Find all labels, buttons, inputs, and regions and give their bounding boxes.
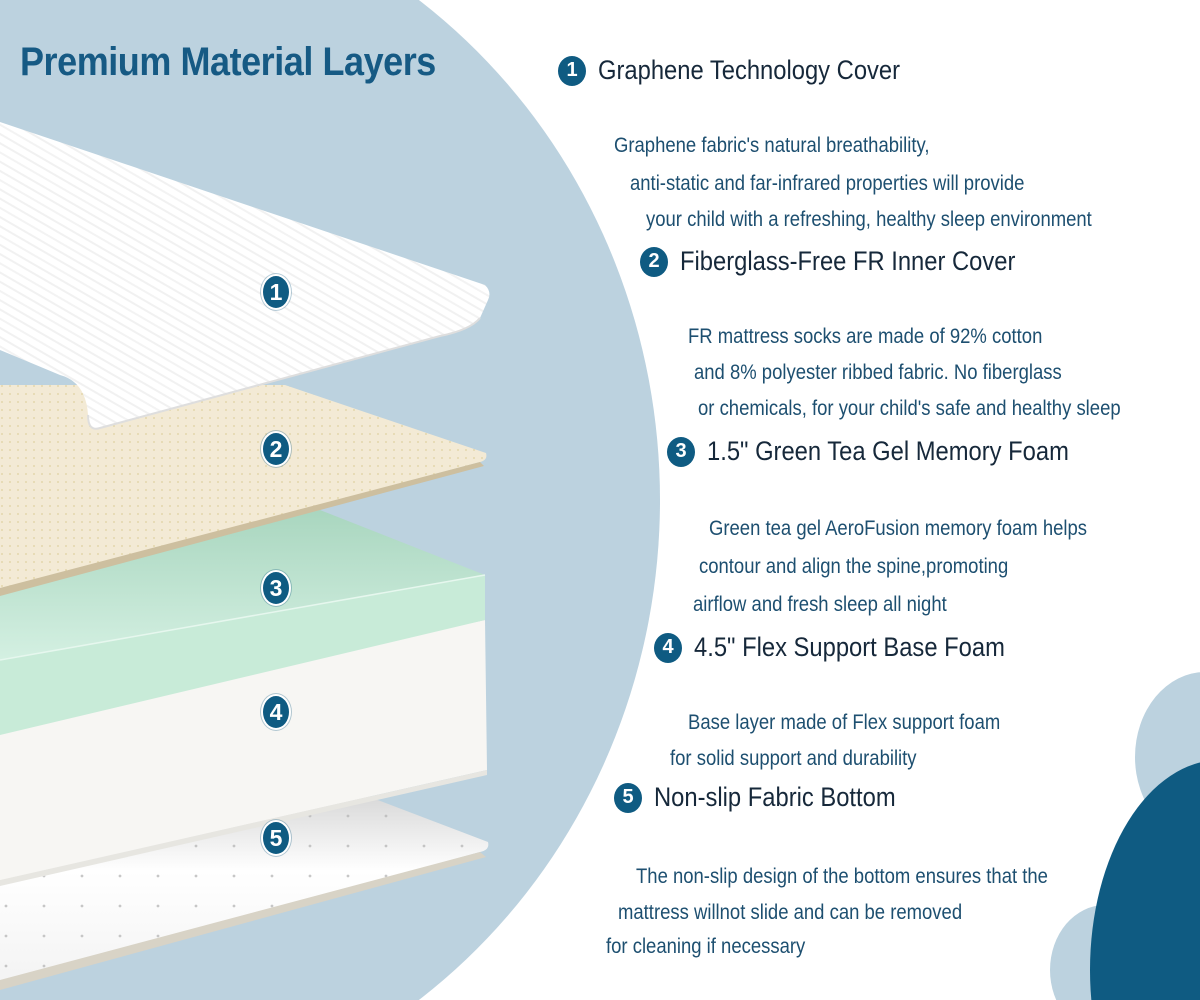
page-title: Premium Material Layers	[20, 40, 436, 84]
layer-marker-4: 4	[261, 694, 291, 730]
feature-2-line-2: and 8% polyester ribbed fabric. No fiber…	[694, 361, 1062, 384]
number-badge-2: 2	[640, 246, 668, 277]
number-badge-1: 1	[558, 55, 586, 86]
feature-4-line-1: Base layer made of Flex support foam	[688, 711, 1001, 734]
feature-2-title: Fiberglass-Free FR Inner Cover	[680, 246, 1016, 276]
feature-2-heading: 2 Fiberglass-Free FR Inner Cover	[640, 246, 1061, 277]
layer-2-inner-cover	[0, 385, 487, 596]
feature-1-title: Graphene Technology Cover	[598, 55, 901, 85]
feature-5-non-slip-bottom: 5 Non-slip Fabric Bottom The non-slip de…	[606, 782, 1048, 958]
layer-1-graphene-cover	[0, 122, 490, 430]
feature-3-gel-memory-foam: 3 1.5" Green Tea Gel Memory Foam Green t…	[667, 436, 1118, 616]
feature-1-graphene-cover: 1 Graphene Technology Cover Graphene fab…	[558, 55, 1092, 231]
feature-4-heading: 4 4.5" Flex Support Base Foam	[654, 632, 1047, 663]
feature-5-line-2: mattress willnot slide and can be remove…	[618, 901, 963, 924]
layer-marker-3: 3	[261, 570, 291, 606]
layer-marker-5: 5	[261, 820, 291, 856]
feature-1-line-1: Graphene fabric's natural breathability,	[614, 134, 930, 157]
feature-3-heading: 3 1.5" Green Tea Gel Memory Foam	[667, 436, 1118, 467]
feature-5-heading: 5 Non-slip Fabric Bottom	[614, 782, 929, 813]
feature-2-inner-cover: 2 Fiberglass-Free FR Inner Cover FR matt…	[640, 246, 1121, 420]
mattress-layers-graphic	[0, 122, 490, 990]
feature-1-heading: 1 Graphene Technology Cover	[558, 55, 941, 86]
feature-5-title: Non-slip Fabric Bottom	[654, 782, 896, 812]
feature-1-line-2: anti-static and far-infrared properties …	[630, 172, 1025, 195]
layer-marker-1: 1	[261, 274, 291, 310]
mattress-layers-illustration: 1 2 3 4 5	[0, 0, 520, 1000]
feature-3-line-1: Green tea gel AeroFusion memory foam hel…	[709, 517, 1088, 540]
feature-4-title: 4.5" Flex Support Base Foam	[694, 632, 1005, 662]
feature-5-line-3: for cleaning if necessary	[606, 935, 806, 958]
layer-4-base-foam	[0, 620, 487, 886]
number-badge-4: 4	[654, 632, 682, 663]
layer-marker-2: 2	[261, 431, 291, 467]
feature-1-line-3: your child with a refreshing, healthy sl…	[646, 208, 1092, 231]
feature-3-title: 1.5" Green Tea Gel Memory Foam	[707, 436, 1069, 466]
feature-2-line-1: FR mattress socks are made of 92% cotton	[688, 325, 1043, 348]
feature-3-line-2: contour and align the spine,promoting	[699, 555, 1009, 578]
feature-3-line-3: airflow and fresh sleep all night	[693, 593, 947, 616]
layer-3-gel-memory-foam	[0, 510, 486, 735]
feature-5-line-1: The non-slip design of the bottom ensure…	[636, 865, 1048, 888]
feature-4-line-2: for solid support and durability	[670, 747, 917, 770]
feature-2-line-3: or chemicals, for your child's safe and …	[698, 397, 1121, 420]
number-badge-5: 5	[614, 782, 642, 813]
feature-4-base-foam: 4 4.5" Flex Support Base Foam Base layer…	[654, 632, 1047, 770]
number-badge-3: 3	[667, 436, 695, 467]
